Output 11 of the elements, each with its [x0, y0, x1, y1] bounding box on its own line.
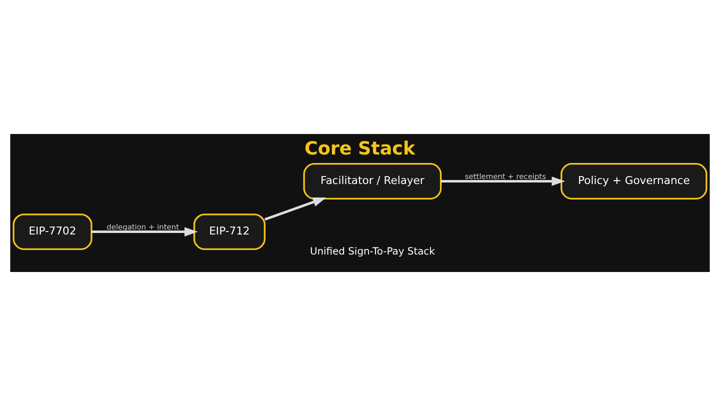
node-box: EIP-7702	[12, 213, 92, 250]
node-box: Policy + Governance	[560, 162, 708, 199]
arrow	[440, 176, 566, 186]
caption: Unified Sign-To-Pay Stack	[310, 246, 435, 257]
edge-label: settlement + receipts	[464, 171, 546, 180]
diagram-title: Core Stack	[304, 138, 416, 159]
arrow	[92, 226, 198, 236]
node-box: Facilitator / Relayer	[303, 162, 442, 199]
edge-label: delegation + intent	[106, 222, 180, 231]
node-box: EIP-712	[193, 213, 266, 250]
arrow	[264, 196, 326, 220]
